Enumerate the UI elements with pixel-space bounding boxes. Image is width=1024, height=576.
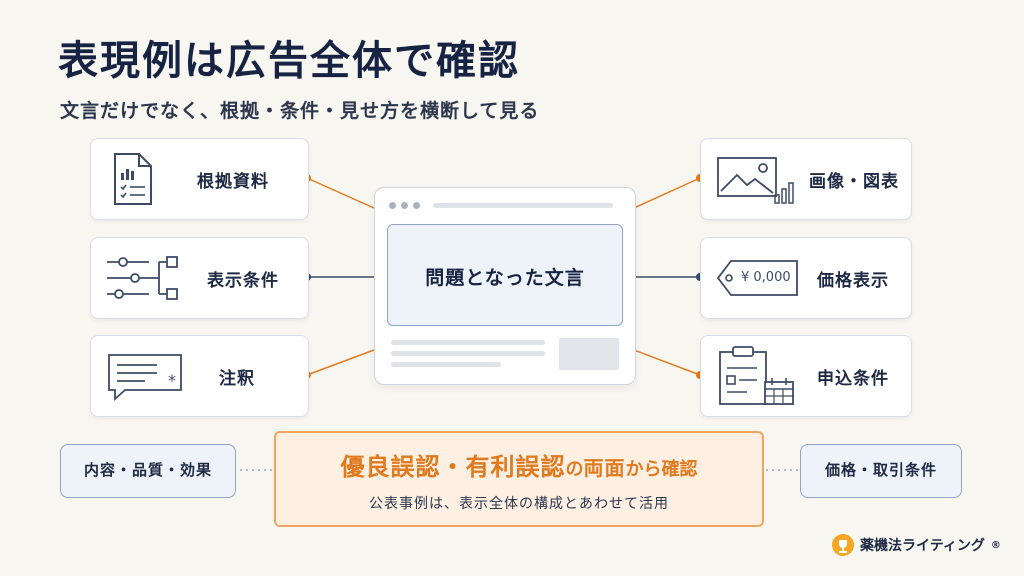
page-title: 表現例は広告全体で確認 <box>58 38 520 84</box>
clipboard-calendar-icon <box>719 346 794 405</box>
placeholder-image <box>559 338 619 370</box>
connector-right-bottom <box>633 349 701 376</box>
price-tag-icon <box>716 260 798 296</box>
card-label: 根拠資料 <box>197 172 269 192</box>
card-label: 価格表示 <box>817 271 889 291</box>
card-notes: * 注釈 <box>90 335 309 417</box>
ad-window-mockup: 問題となった文言 <box>374 187 636 385</box>
connector-right-top <box>633 177 701 209</box>
card-label: 表示条件 <box>207 271 279 291</box>
headline-strong-2: 両面 <box>583 456 626 480</box>
card-application: 申込条件 <box>700 335 912 417</box>
card-display-conditions: 表示条件 <box>90 237 309 319</box>
placeholder-line <box>391 351 545 356</box>
brand-logo: 薬機法ライティング ® <box>832 534 1001 556</box>
pill-label: 価格・取引条件 <box>824 461 937 479</box>
connector-left-top <box>306 177 375 209</box>
window-address-bar <box>433 203 613 208</box>
brand-mark-icon <box>832 534 854 556</box>
headline-particle: の <box>565 459 584 480</box>
card-label: 申込条件 <box>817 369 889 389</box>
pill-quality: 内容・品質・効果 <box>60 444 236 498</box>
brand-name: 薬機法ライティング <box>860 538 985 554</box>
highlighted-copy-label: 問題となった文言 <box>425 267 585 289</box>
highlighted-copy-box: 問題となった文言 <box>387 224 623 326</box>
window-dot <box>413 202 420 209</box>
placeholder-line <box>391 362 501 367</box>
key-message-box: 優良誤認・有利誤認の両面から確認 公表事例は、表示全体の構成とあわせて活用 <box>274 431 764 527</box>
card-evidence: 根拠資料 <box>90 138 309 220</box>
card-price: ¥ 0,000 価格表示 <box>700 237 912 319</box>
key-message-headline: 優良誤認・有利誤認の両面から確認 <box>276 447 762 482</box>
svg-text:*: * <box>168 371 176 390</box>
image-chart-icon <box>717 157 794 204</box>
document-chart-icon <box>114 153 152 205</box>
brand-registered: ® <box>990 539 1001 551</box>
headline-strong: 優良誤認・有利誤認 <box>340 453 566 481</box>
connector-left-bottom <box>306 349 375 376</box>
page-subtitle: 文言だけでなく、根拠・条件・見せ方を横断して見る <box>60 100 540 122</box>
card-label: 注釈 <box>219 369 255 389</box>
price-tag-text: ¥ 0,000 <box>741 270 791 285</box>
sliders-flow-icon <box>107 256 178 300</box>
card-images: 画像・図表 <box>700 138 912 220</box>
pill-price-terms: 価格・取引条件 <box>800 444 962 498</box>
headline-rest: から確認 <box>625 459 698 480</box>
window-dot <box>389 202 396 209</box>
pill-label: 内容・品質・効果 <box>83 461 212 479</box>
window-dot <box>401 202 408 209</box>
key-message-sub: 公表事例は、表示全体の構成とあわせて活用 <box>369 496 669 512</box>
card-label: 画像・図表 <box>809 172 899 192</box>
placeholder-line <box>391 340 545 345</box>
speech-asterisk-icon: * <box>108 354 182 402</box>
